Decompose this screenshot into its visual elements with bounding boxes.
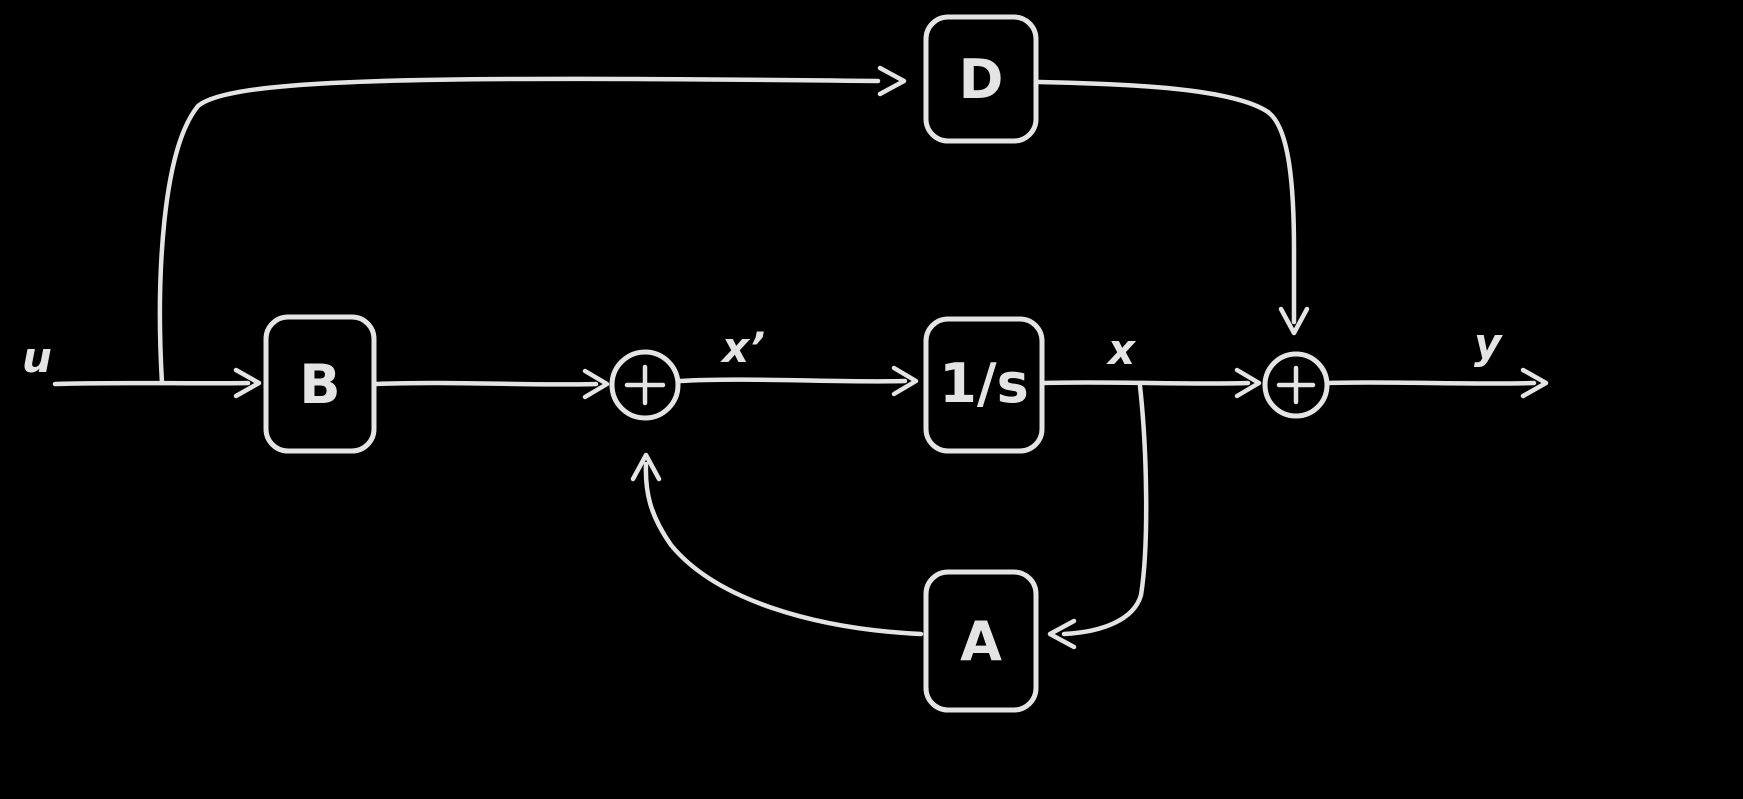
sum-junction-1 <box>609 349 681 421</box>
signal-label-u: u <box>22 333 52 382</box>
block-B-shape <box>263 314 377 454</box>
arrowhead-A-to-sum1 <box>630 452 662 482</box>
arrowhead-sum2-to-y <box>1520 367 1549 399</box>
plus-icon <box>1276 365 1316 405</box>
sum1-circle <box>609 349 681 421</box>
block-integrator-shape <box>923 316 1045 454</box>
sum-junction-2 <box>1262 351 1330 419</box>
arrow-u-to-B <box>52 380 251 387</box>
arrowhead-u-to-D <box>877 65 907 97</box>
arrowhead-D-to-sum2 <box>1278 306 1310 336</box>
block-A-label: A <box>960 610 1002 673</box>
block-A-shape <box>923 569 1039 713</box>
arrow-sum1-to-integrator <box>677 377 908 384</box>
arrow-x-to-A <box>1061 383 1149 637</box>
block-integrator: 1/s <box>923 316 1045 454</box>
signal-label-x-prime: x’ <box>720 323 765 372</box>
arrow-D-to-sum2 <box>1036 79 1297 325</box>
plus-icon <box>624 364 666 406</box>
block-A: A <box>923 569 1039 713</box>
arrow-B-to-sum1 <box>373 380 599 387</box>
block-D-shape <box>923 14 1039 144</box>
blocks: D B 1/s A <box>263 14 1045 713</box>
arrowhead-B-to-sum1 <box>582 368 610 400</box>
signal-labels: u x’ x y <box>22 319 1503 382</box>
arrow-integrator-to-sum2 <box>1041 380 1251 386</box>
block-B: B <box>263 314 377 454</box>
arrow-sum2-to-y <box>1325 380 1537 386</box>
sum2-circle <box>1262 351 1330 419</box>
signal-label-y: y <box>1474 319 1503 368</box>
arrow-A-to-sum1 <box>643 461 924 637</box>
block-D-label: D <box>959 48 1004 111</box>
signal-label-x: x <box>1106 325 1137 374</box>
block-B-label: B <box>299 353 340 416</box>
arrowhead-sum1-to-integrator <box>891 365 919 397</box>
arrowhead-integrator-to-sum2 <box>1234 367 1262 399</box>
connectors <box>52 65 1549 650</box>
arrowhead-x-to-A <box>1047 618 1077 650</box>
arrowhead-u-to-B <box>233 367 262 399</box>
block-integrator-label: 1/s <box>939 352 1028 415</box>
arrow-u-to-D <box>157 76 881 386</box>
summing-junctions <box>609 349 1330 421</box>
block-D: D <box>923 14 1039 144</box>
